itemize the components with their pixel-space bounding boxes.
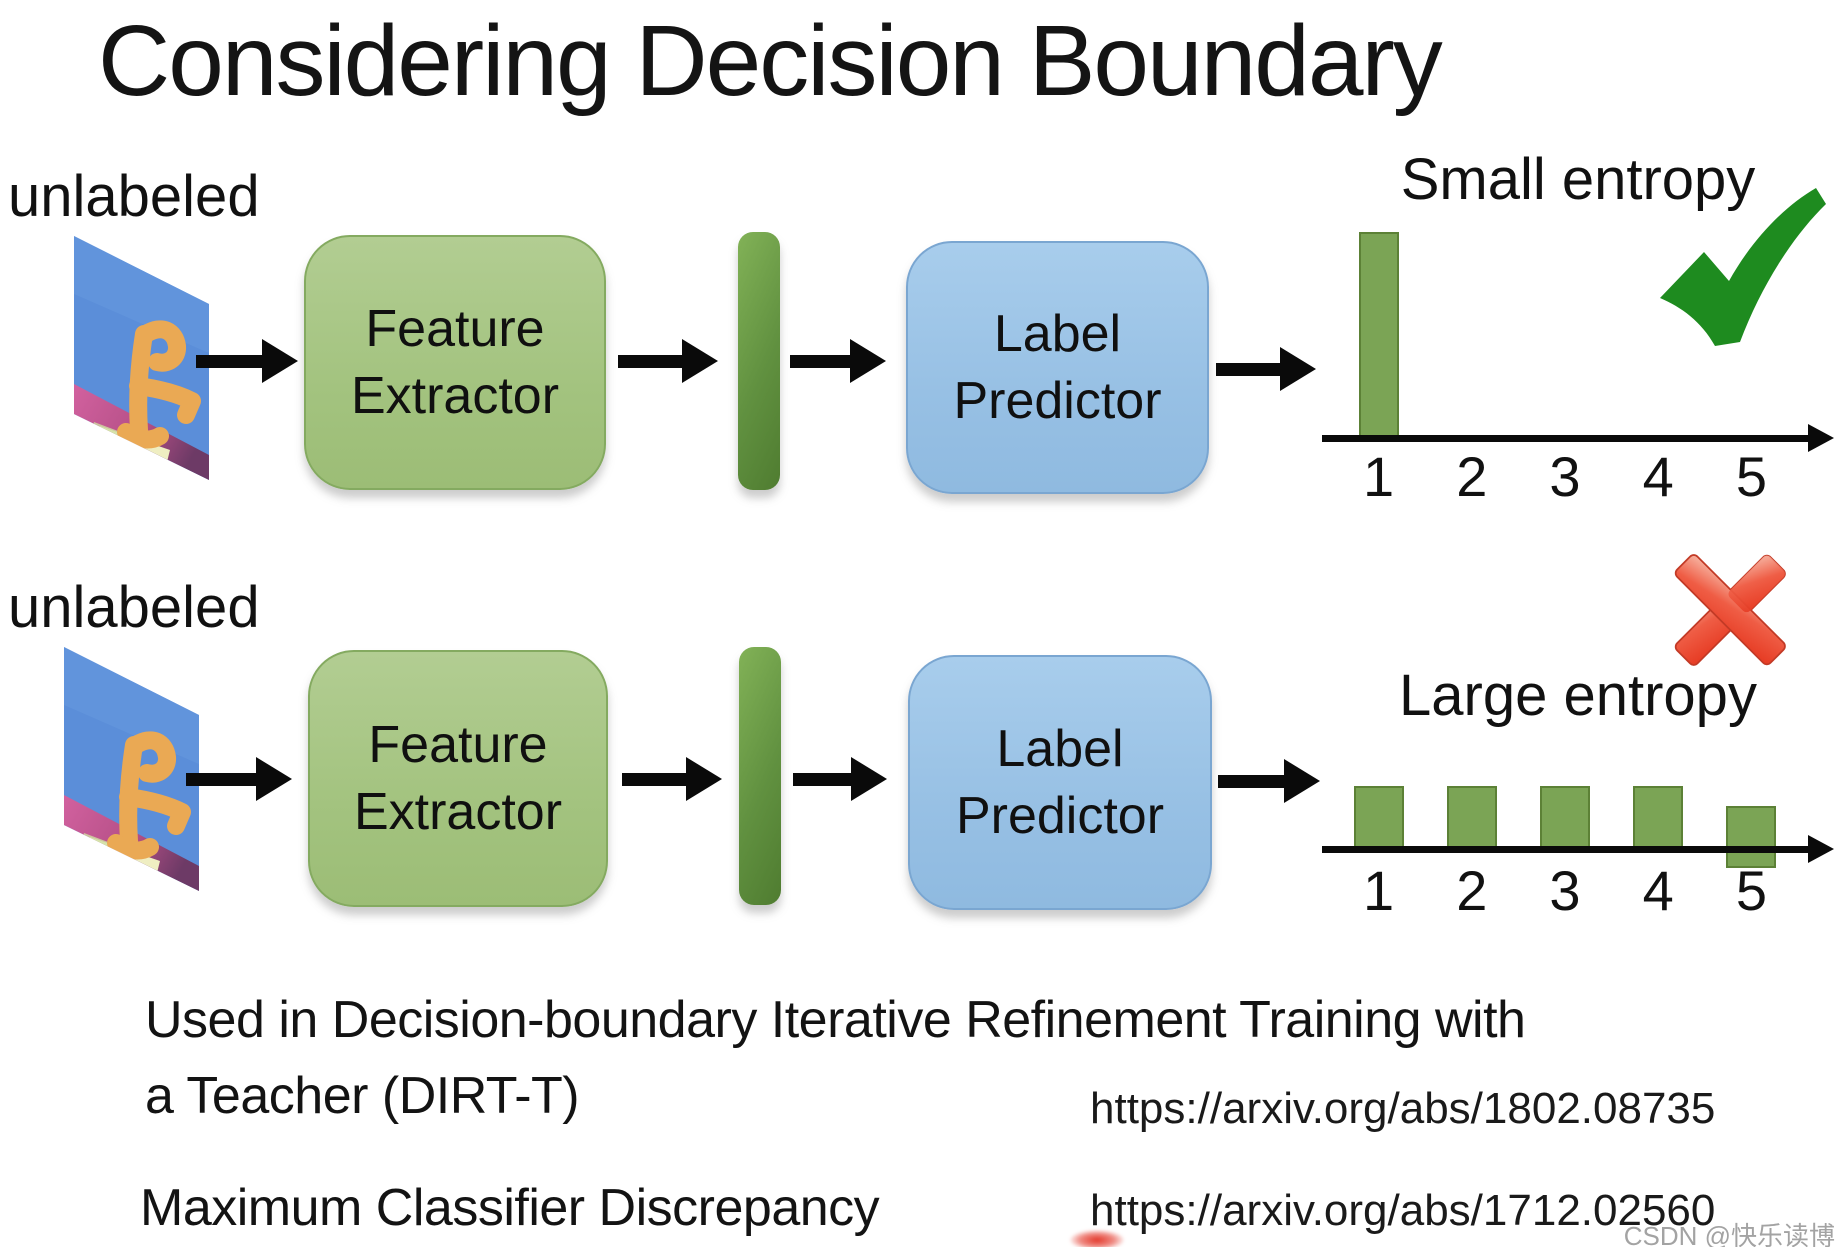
green-check-icon <box>1660 188 1826 346</box>
chart-bar <box>1358 232 1399 437</box>
arrow-shaft <box>790 354 850 368</box>
feature-extractor-label-line1: Feature <box>365 299 545 358</box>
tick-label: 5 <box>1735 859 1767 922</box>
tick-label: 4 <box>1642 859 1674 922</box>
dirt-t-description-line2: a Teacher (DIRT-T) <box>145 1067 580 1125</box>
red-arrow-tip-cropped <box>1070 1230 1124 1247</box>
red-cross-icon <box>1674 554 1786 666</box>
chart-x-axis <box>1322 835 1834 863</box>
feature-vector-bar-row2 <box>739 647 781 905</box>
chart-bars <box>1332 786 1798 868</box>
axis-line <box>1322 845 1808 853</box>
arrow-head <box>262 339 298 383</box>
axis-line <box>1322 434 1808 442</box>
mcd-label: Maximum Classifier Discrepancy <box>140 1179 880 1237</box>
arrow-head <box>851 757 887 801</box>
entropy-caption-large: Large entropy <box>1399 663 1757 728</box>
feature-extractor-box-row1: Feature Extractor <box>304 235 606 490</box>
arrow-shaft <box>186 772 256 786</box>
arrow-shaft <box>1218 774 1284 788</box>
chart-bar <box>1353 786 1404 848</box>
feature-extractor-label-line1: Feature <box>368 715 548 774</box>
tick-label: 1 <box>1363 859 1395 922</box>
arrow-shaft <box>618 354 682 368</box>
label-predictor-label-line2: Predictor <box>953 371 1162 430</box>
tick-label: 5 <box>1735 445 1767 508</box>
mcd-arxiv-url: https://arxiv.org/abs/1712.02560 <box>1090 1186 1716 1235</box>
arrow-head <box>256 757 292 801</box>
arrow-shaft <box>196 354 262 368</box>
tick-label: 2 <box>1456 859 1488 922</box>
label-predictor-label-line1: Label <box>993 304 1122 363</box>
dirt-t-description-line1: Used in Decision-boundary Iterative Refi… <box>145 991 1526 1049</box>
flow-arrow <box>196 339 298 383</box>
label-predictor-label-line2: Predictor <box>955 786 1165 845</box>
dirt-t-arxiv-url: https://arxiv.org/abs/1802.08735 <box>1090 1084 1716 1133</box>
arrow-shaft <box>1216 362 1280 376</box>
label-predictor-box-row2: Label Predictor <box>908 655 1212 910</box>
chart-bar <box>1540 786 1590 848</box>
flow-arrow <box>790 339 886 383</box>
page-title: Considering Decision Boundary <box>98 5 1443 117</box>
feature-vector-bar-row1 <box>738 232 780 490</box>
arrow-shaft <box>622 772 686 786</box>
arrow-head <box>1280 347 1316 391</box>
axis-arrow-head <box>1808 424 1834 452</box>
flow-arrow <box>1216 347 1316 391</box>
tick-label: 1 <box>1363 445 1395 508</box>
arrow-head <box>850 339 886 383</box>
arrow-shaft <box>793 772 851 786</box>
feature-extractor-box-row2: Feature Extractor <box>308 650 608 907</box>
arrow-head <box>686 757 722 801</box>
tick-label: 4 <box>1642 445 1674 508</box>
flow-arrow <box>622 757 722 801</box>
unlabeled-sample-image-row1 <box>74 236 209 480</box>
chart-x-axis <box>1322 424 1834 452</box>
arrow-head <box>1284 759 1320 803</box>
flow-arrow <box>618 339 718 383</box>
label-predictor-label-line1: Label <box>996 719 1124 778</box>
axis-arrow-head <box>1808 835 1834 863</box>
tick-label: 2 <box>1456 445 1488 508</box>
entropy-caption-small: Small entropy <box>1400 147 1756 212</box>
chart-bar <box>1446 786 1497 848</box>
tick-label: 3 <box>1549 859 1581 922</box>
unlabeled-label-row2: unlabeled <box>8 575 260 640</box>
flow-arrow <box>186 757 292 801</box>
flow-arrow <box>793 757 887 801</box>
feature-extractor-label-line2: Extractor <box>353 782 563 841</box>
flow-arrow <box>1218 759 1320 803</box>
csdn-watermark: CSDN @快乐读博 <box>1623 1221 1835 1247</box>
label-predictor-box-row1: Label Predictor <box>906 241 1209 494</box>
tick-label: 3 <box>1549 445 1581 508</box>
chart-bar <box>1726 806 1777 868</box>
arrow-head <box>682 339 718 383</box>
unlabeled-sample-image-row2 <box>64 647 199 891</box>
feature-extractor-label-line2: Extractor <box>350 366 560 425</box>
unlabeled-label-row1: unlabeled <box>8 164 260 229</box>
